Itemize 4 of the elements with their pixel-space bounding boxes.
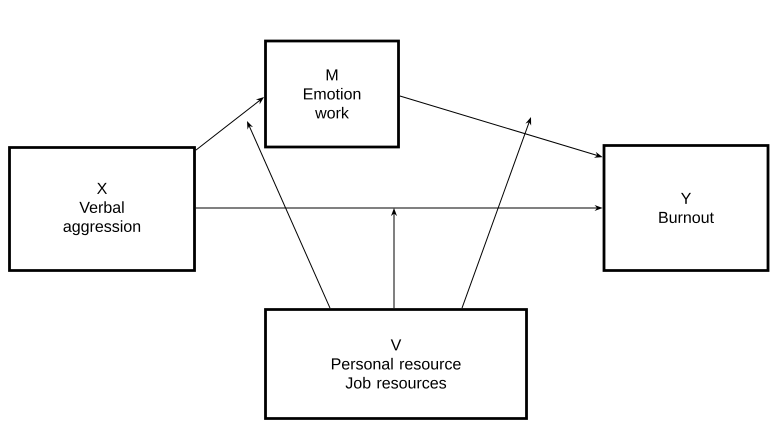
variable-box: M Emotion work (264, 40, 400, 148)
variable-box: Y Burnout (602, 144, 770, 272)
variable-box: V Personal resource Job resources (264, 308, 528, 420)
variable-box: X Verbal aggression (8, 146, 196, 272)
